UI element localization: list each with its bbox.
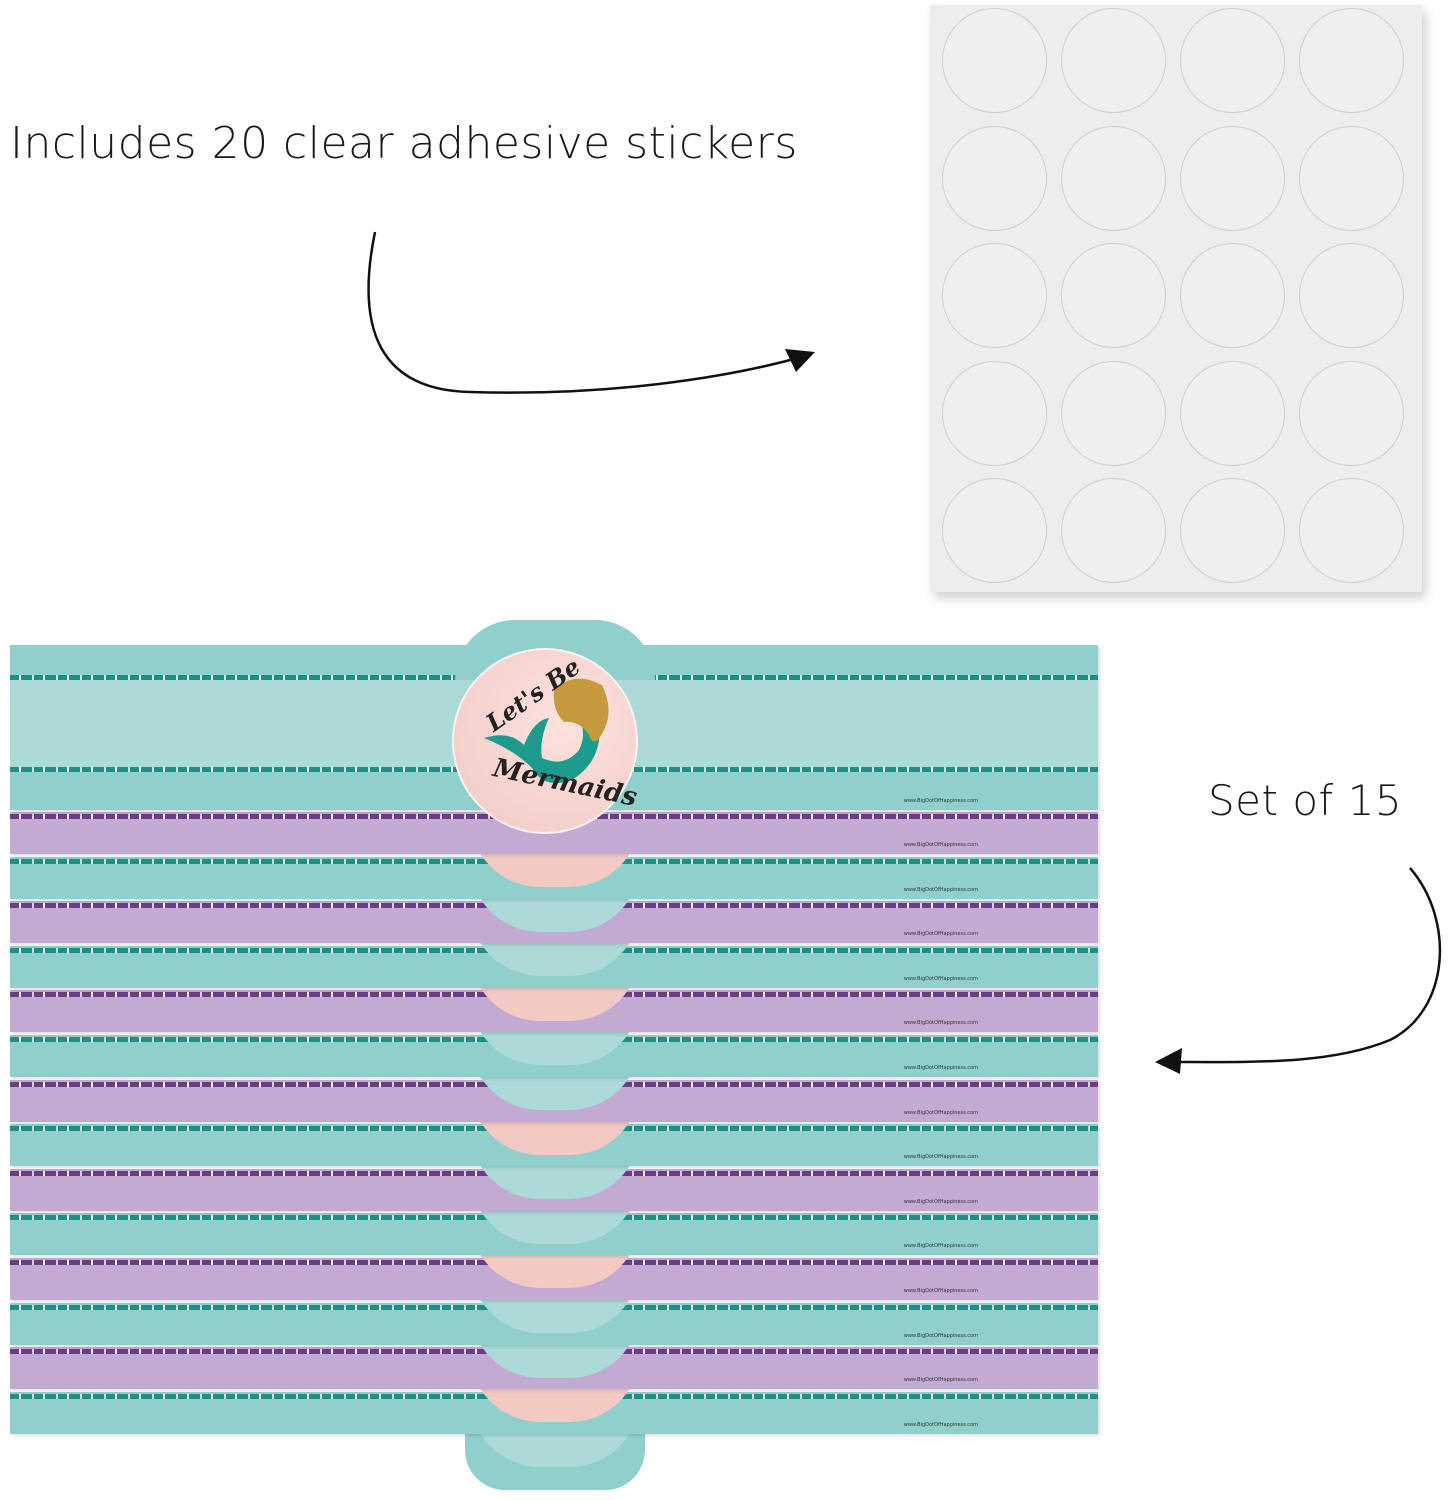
sticker-circle [1180, 243, 1285, 348]
sticker-circle [1299, 360, 1404, 466]
sticker-circle [1061, 125, 1166, 231]
wrapper-url: www.BigDotOfHappiness.com [903, 1020, 978, 1027]
wrapper-url: www.BigDotOfHappiness.com [903, 1109, 978, 1116]
sticker-sheet [930, 5, 1422, 592]
sticker-circle [1299, 125, 1404, 231]
set-caption: Set of 15 [1208, 776, 1403, 825]
sticker-circle [1061, 478, 1166, 583]
sticker-circle [942, 478, 1047, 583]
wrapper-url: www.BigDotOfHappiness.com [903, 1065, 978, 1071]
mermaid-illustration-icon [484, 678, 609, 784]
arrowhead-wrappers-icon [1155, 1048, 1182, 1074]
sticker-circle [1299, 243, 1404, 348]
wrapper-url: www.BigDotOfHappiness.com [903, 1377, 978, 1384]
sticker-circle [1180, 125, 1285, 231]
arrow-to-wrappers-icon [1164, 867, 1442, 1064]
sticker-circle [1061, 243, 1166, 348]
wrapper-url: www.BigDotOfHappiness.com [903, 1198, 978, 1205]
sticker-circle [1180, 8, 1285, 113]
sticker-circle [942, 125, 1047, 231]
wrapper-url: www.BigDotOfHappiness.com [903, 931, 978, 938]
sticker-circle [942, 360, 1047, 466]
wrapper-url: www.BigDotOfHappiness.com [903, 1154, 978, 1161]
sticker-circle [942, 8, 1047, 113]
wrapper-url: www.BigDotOfHappiness.com [903, 1332, 978, 1339]
wrapper-stack: www.BigDotOfHappiness.com www.BigDotOfHap… [10, 620, 1100, 1500]
wrapper-url: www.BigDotOfHappiness.com [903, 798, 978, 804]
sticker-circle [1061, 360, 1166, 466]
wrapper-url: www.BigDotOfHappiness.com [903, 886, 978, 893]
wrapper-url: www.BigDotOfHappiness.com [903, 1421, 978, 1428]
sticker-circle [942, 243, 1047, 348]
sticker-circle [1180, 478, 1285, 583]
sticker-circle [1299, 478, 1404, 583]
arrowhead-stickers-icon [785, 349, 815, 372]
sticker-circle [1299, 8, 1404, 113]
arrow-to-stickers-icon [367, 231, 806, 394]
mermaid-badge: Let's Be Mermaids [452, 648, 640, 834]
wrapper-url: www.BigDotOfHappiness.com [903, 842, 978, 848]
wrapper-url: www.BigDotOfHappiness.com [903, 975, 978, 982]
sticker-circle [1180, 360, 1285, 466]
wrapper-url: www.BigDotOfHappiness.com [903, 1243, 978, 1250]
stickers-caption: Includes 20 clear adhesive stickers [10, 118, 798, 169]
wrapper-url: www.BigDotOfHappiness.com [903, 1288, 978, 1294]
sticker-circle [1061, 8, 1166, 113]
